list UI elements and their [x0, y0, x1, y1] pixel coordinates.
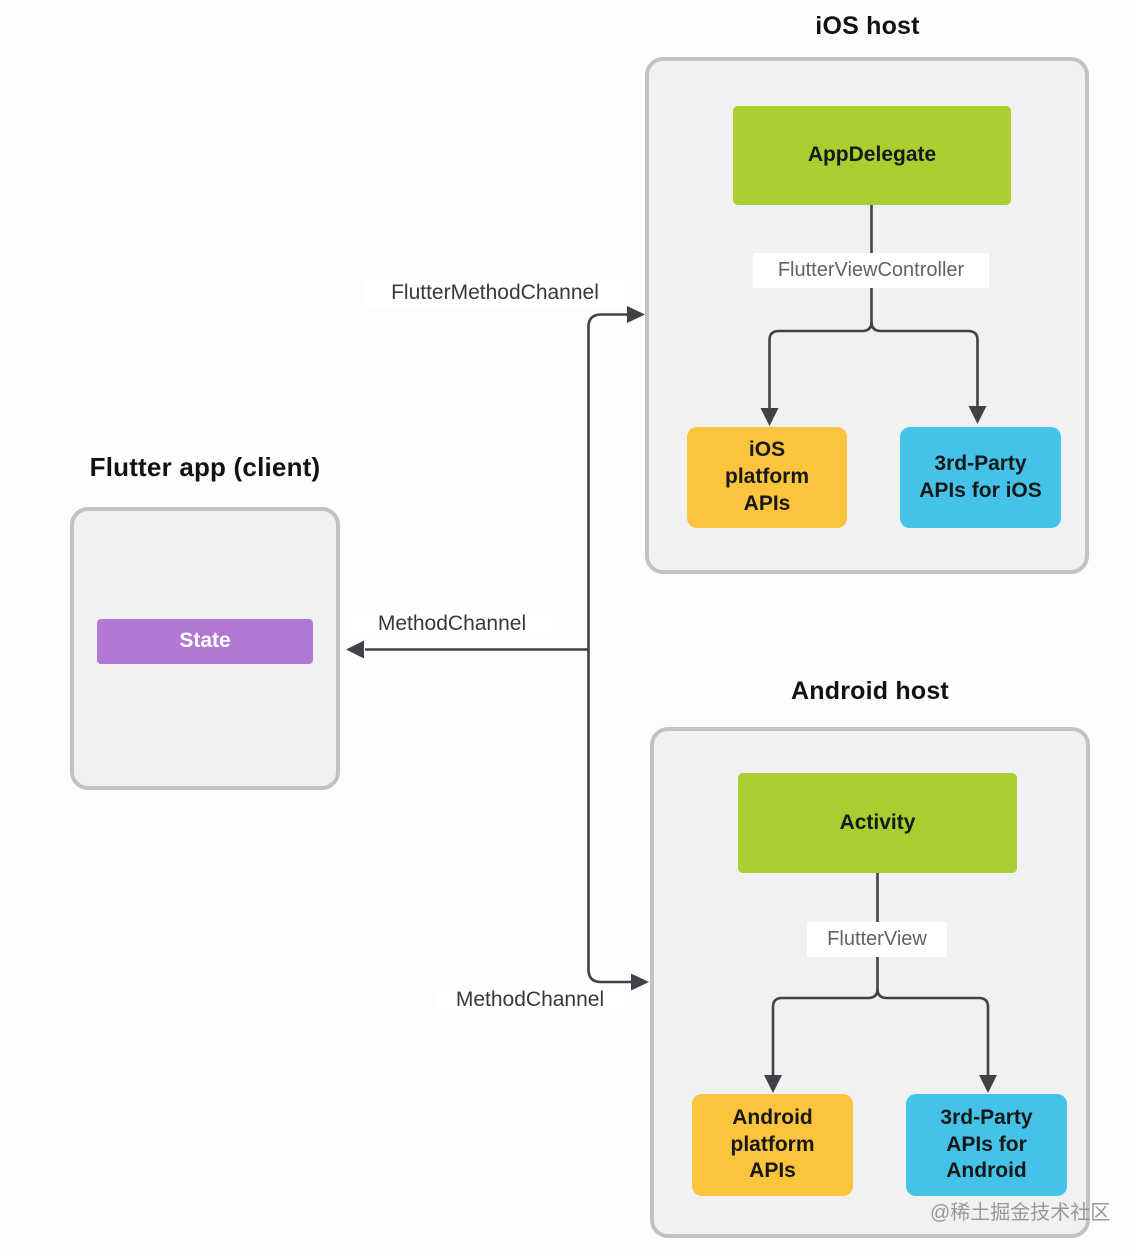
to-ios-arrowhead: [627, 306, 645, 323]
ios-fork-right-line: [870, 321, 979, 407]
android-fork-left-line: [771, 988, 879, 1075]
flutter-method-channel-label: FlutterMethodChannel: [365, 279, 625, 307]
app-delegate-box: AppDelegate: [733, 106, 1011, 205]
ios-fork-left-line: [768, 321, 873, 409]
flutter-view-controller-label: FlutterViewController: [753, 253, 989, 288]
android-host-title: Android host: [791, 677, 949, 705]
ios-host-title: iOS host: [815, 12, 920, 40]
channel-spine-line: [587, 313, 631, 984]
state-box: State: [97, 619, 313, 664]
android-fork-right-line: [876, 988, 990, 1075]
android-thirdparty-arrowhead: [979, 1075, 997, 1093]
to-android-arrowhead: [631, 973, 649, 991]
flutter-app-title: Flutter app (client): [89, 452, 321, 482]
ios-platform-arrowhead: [760, 408, 779, 426]
android-third-party-apis-box: 3rd-Party APIs for Android: [906, 1094, 1067, 1196]
android-platform-arrowhead: [764, 1075, 782, 1093]
android-platform-apis-box: Android platform APIs: [692, 1094, 853, 1196]
ios-third-party-apis-box: 3rd-Party APIs for iOS: [900, 427, 1061, 528]
to-state-arrowhead: [346, 640, 364, 659]
juejin-watermark: @稀土掘金技术社区: [930, 1202, 1111, 1224]
method-channel-to-android-label: MethodChannel: [435, 986, 625, 1014]
ios-platform-apis-box: iOS platform APIs: [687, 427, 847, 528]
flutter-view-label: FlutterView: [807, 922, 947, 957]
ios-thirdparty-arrowhead: [968, 406, 987, 424]
method-channel-to-state-label: MethodChannel: [352, 610, 552, 638]
activity-box: Activity: [738, 773, 1017, 873]
